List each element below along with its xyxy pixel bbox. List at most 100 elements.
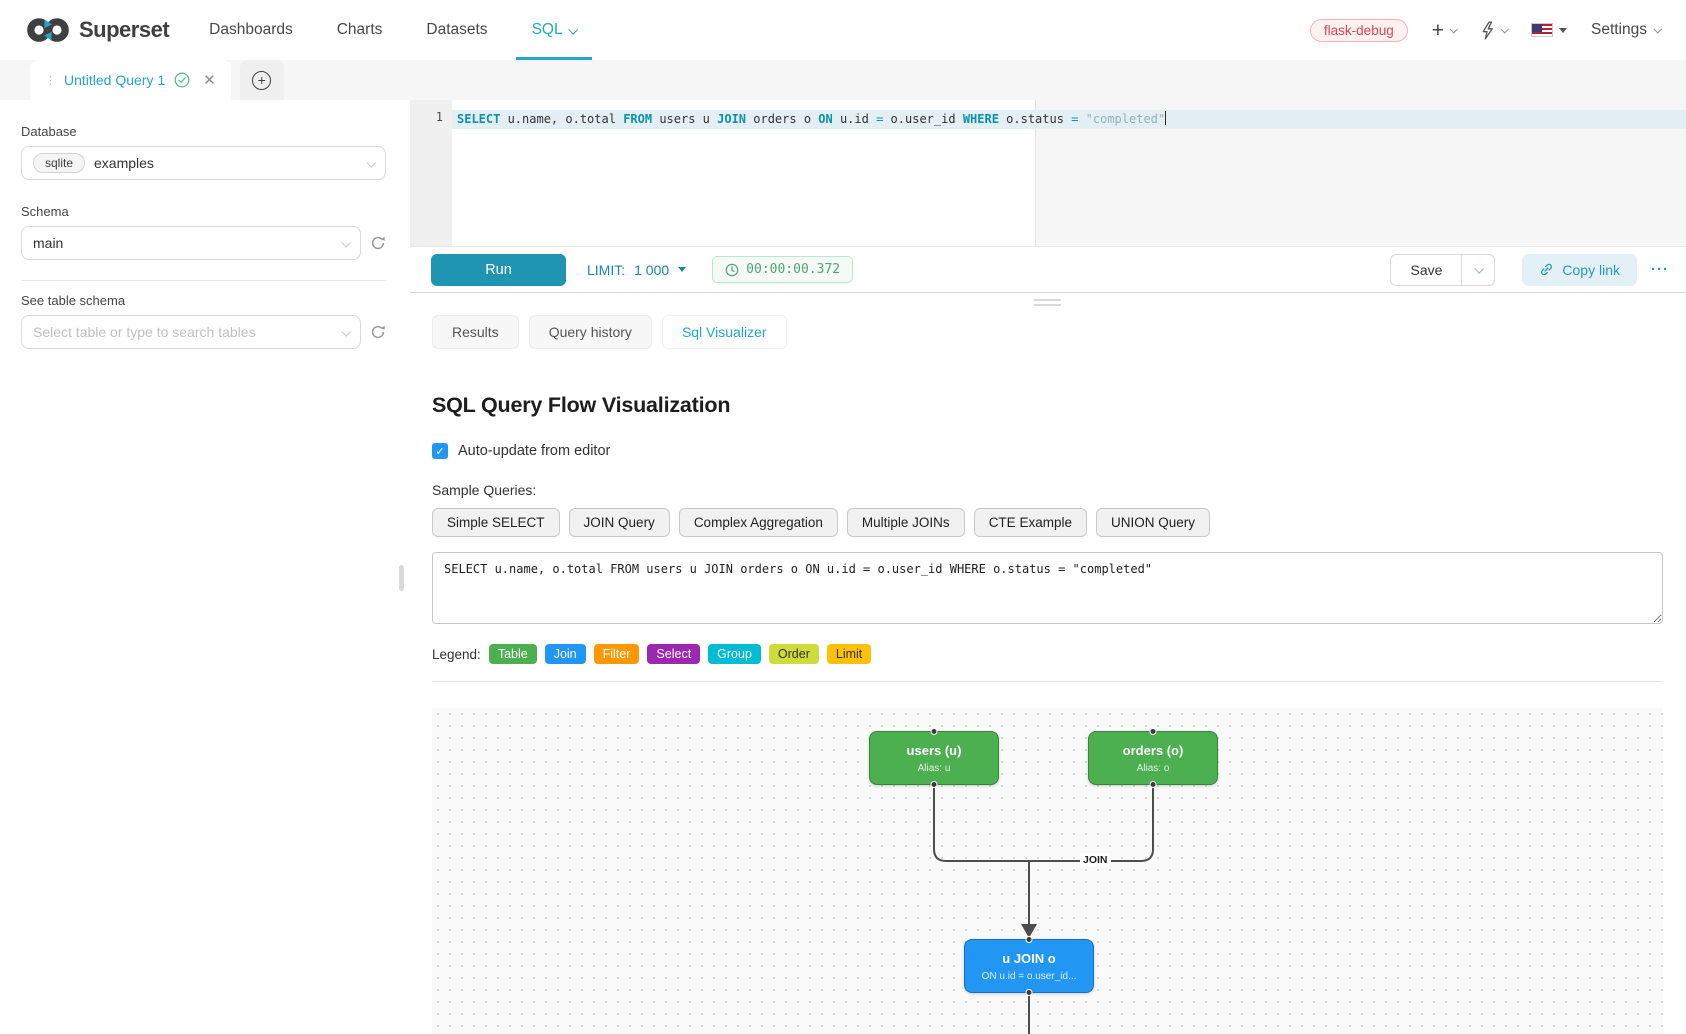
chevron-down-icon xyxy=(341,237,352,248)
auto-update-label: Auto-update from editor xyxy=(458,443,611,459)
chevron-down-icon xyxy=(1449,25,1458,34)
connector-dot xyxy=(1149,781,1157,788)
sample-join-query-button[interactable]: JOIN Query xyxy=(568,508,670,537)
caret-down-icon xyxy=(1558,27,1567,33)
more-menu-button[interactable]: ··· xyxy=(1651,261,1669,278)
sample-multiple-joins-button[interactable]: Multiple JOINs xyxy=(846,508,965,537)
superset-logo-icon xyxy=(26,15,70,45)
tab-sql-visualizer[interactable]: Sql Visualizer xyxy=(661,315,787,349)
refresh-tables-button[interactable] xyxy=(370,324,386,340)
environment-badge: flask-debug xyxy=(1309,18,1408,42)
save-options-button[interactable] xyxy=(1461,254,1494,285)
refresh-schemas-button[interactable] xyxy=(370,235,386,251)
chevron-down-icon xyxy=(1653,25,1662,34)
superset-brand[interactable]: Superset xyxy=(26,15,170,45)
legend-badge-table: Table xyxy=(488,644,537,664)
query-search-button[interactable] xyxy=(1480,21,1509,40)
settings-label: Settings xyxy=(1590,21,1647,38)
sample-query-buttons: Simple SELECT JOIN Query Complex Aggrega… xyxy=(432,508,1663,537)
settings-menu[interactable]: Settings xyxy=(1590,21,1662,39)
schema-label: Schema xyxy=(21,204,69,219)
plus-circle-icon: + xyxy=(252,70,272,90)
editor-code-area[interactable]: SELECT u.name, o.total FROM users u JOIN… xyxy=(452,100,1686,246)
node-title: u JOIN o xyxy=(1002,951,1056,966)
node-subtitle: Alias: o xyxy=(1136,763,1170,774)
close-tab-icon[interactable]: ✕ xyxy=(203,72,216,89)
pane-resize-handle[interactable] xyxy=(432,293,1663,306)
lightning-icon xyxy=(1480,21,1495,40)
connector-dot xyxy=(930,781,938,788)
schema-select[interactable]: main xyxy=(21,226,361,260)
nav-item-datasets[interactable]: Datasets xyxy=(426,21,488,38)
nav-right: flask-debug + Settings xyxy=(1309,18,1662,42)
elapsed-time-badge: 00:00:00.372 xyxy=(712,256,854,283)
query-tab[interactable]: ⋮ Untitled Query 1 ✕ xyxy=(30,60,231,100)
query-textarea[interactable]: SELECT u.name, o.total FROM users u JOIN… xyxy=(432,552,1663,624)
schema-select-value: main xyxy=(33,235,64,251)
sidebar-divider xyxy=(21,280,386,281)
new-item-button[interactable]: + xyxy=(1431,18,1458,42)
join-edge-label: JOIN xyxy=(1080,853,1111,867)
connector-dot xyxy=(930,728,938,735)
sample-simple-select-button[interactable]: Simple SELECT xyxy=(432,508,560,537)
run-button[interactable]: Run xyxy=(431,253,566,286)
sqllab-sidebar: Database sqlite examples Schema main See… xyxy=(0,100,410,1034)
save-split-button: Save xyxy=(1390,253,1496,286)
nav-item-sql-label: SQL xyxy=(531,21,563,38)
table-node-users[interactable]: users (u) Alias: u xyxy=(869,728,999,788)
sqllab-main: 1 SELECT u.name, o.total FROM users u JO… xyxy=(410,100,1686,1034)
tab-results[interactable]: Results xyxy=(432,315,519,349)
limit-dropdown[interactable]: LIMIT: 1 000 xyxy=(587,261,687,278)
clock-icon xyxy=(725,263,739,277)
nav-item-sql[interactable]: SQL xyxy=(515,0,592,60)
nav-menu: Dashboards Charts Datasets SQL xyxy=(209,0,592,60)
table-node-orders[interactable]: orders (o) Alias: o xyxy=(1088,728,1218,788)
line-number: 1 xyxy=(435,110,443,124)
language-selector[interactable] xyxy=(1530,23,1567,37)
brand-name: Superset xyxy=(79,17,170,42)
legend-badge-select: Select xyxy=(647,644,701,664)
copy-link-button[interactable]: Copy link xyxy=(1522,253,1637,286)
sample-cte-example-button[interactable]: CTE Example xyxy=(973,508,1087,537)
flow-canvas: users (u) Alias: u orders (o) Alias: o J… xyxy=(432,708,1663,1034)
node-title: orders (o) xyxy=(1122,743,1184,758)
legend: Legend: Table Join Filter Select Group O… xyxy=(432,644,1663,664)
sidebar-resize-handle[interactable] xyxy=(399,565,404,591)
save-button[interactable]: Save xyxy=(1410,261,1443,278)
legend-badge-order: Order xyxy=(768,644,819,664)
legend-badge-group: Group xyxy=(708,644,761,664)
database-engine-badge: sqlite xyxy=(33,153,86,173)
result-tabs: Results Query history Sql Visualizer xyxy=(432,315,1663,349)
page-title: SQL Query Flow Visualization xyxy=(432,393,731,417)
database-select-value: examples xyxy=(94,155,154,171)
sample-complex-aggregation-button[interactable]: Complex Aggregation xyxy=(678,508,838,537)
legend-badge-join: Join xyxy=(544,644,586,664)
new-query-tab-button[interactable]: + xyxy=(239,60,284,100)
plus-icon: + xyxy=(1431,18,1444,42)
query-tab-label: Untitled Query 1 xyxy=(64,72,166,88)
sql-tokens: SELECT u.name, o.total FROM users u JOIN… xyxy=(457,112,1166,126)
nav-item-charts[interactable]: Charts xyxy=(336,21,383,38)
database-label: Database xyxy=(21,124,77,139)
node-title: users (u) xyxy=(906,743,962,758)
saved-check-icon xyxy=(174,72,190,88)
tab-query-history[interactable]: Query history xyxy=(528,315,652,349)
content-divider xyxy=(432,681,1663,682)
table-search-select[interactable] xyxy=(21,315,361,349)
table-search-input[interactable] xyxy=(33,324,333,340)
sql-code-line: SELECT u.name, o.total FROM users u JOIN… xyxy=(452,110,1686,129)
auto-update-checkbox[interactable]: ✓ xyxy=(432,443,448,459)
connector-dot xyxy=(1149,728,1157,735)
database-select[interactable]: sqlite examples xyxy=(21,146,386,180)
connector-dot xyxy=(1025,989,1033,996)
sample-union-query-button[interactable]: UNION Query xyxy=(1095,508,1210,537)
chevron-down-icon xyxy=(366,157,377,168)
limit-value: 1 000 xyxy=(634,261,670,278)
node-subtitle: ON u.id = o.user_id... xyxy=(981,971,1077,982)
top-nav: Superset Dashboards Charts Datasets SQL … xyxy=(0,0,1686,60)
chevron-down-icon xyxy=(1500,25,1509,34)
nav-item-dashboards[interactable]: Dashboards xyxy=(209,21,293,38)
join-node[interactable]: u JOIN o ON u.id = o.user_id... xyxy=(964,936,1094,996)
results-pane: Results Query history Sql Visualizer SQL… xyxy=(410,293,1686,1034)
caret-down-icon xyxy=(678,267,687,272)
